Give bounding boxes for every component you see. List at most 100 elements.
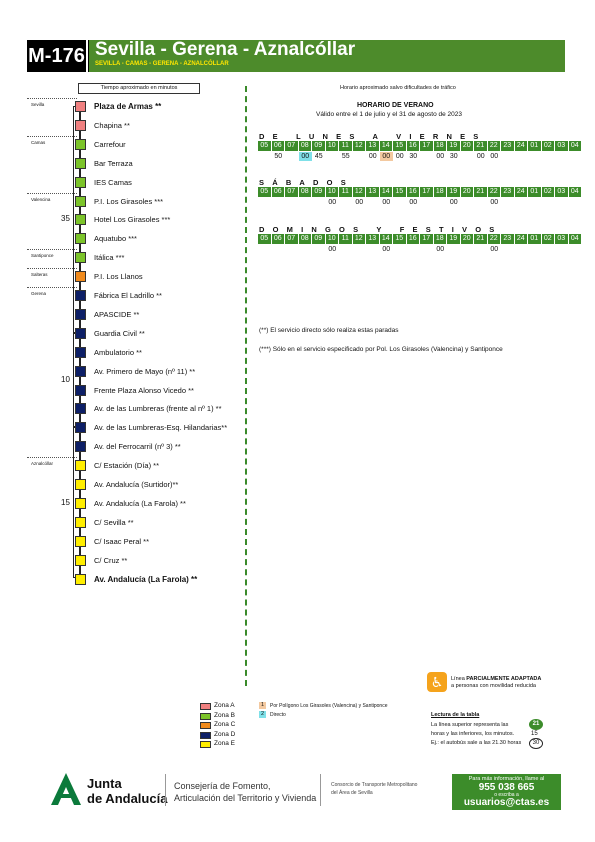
stop-name: C/ Isaac Peral ** (94, 536, 150, 546)
minute-cell: 00 (382, 246, 391, 253)
stop-marker (75, 119, 86, 131)
stop-marker (75, 101, 86, 112)
stop-marker (75, 176, 86, 188)
reading-example-hour: 21 (529, 719, 543, 730)
hour-cell: 09 (312, 141, 326, 151)
municipality-label: Sevilla (31, 102, 45, 107)
stop-marker (75, 195, 86, 207)
reading-example-min1: 15 (531, 731, 538, 737)
travel-time-minutes: 10 (61, 375, 70, 385)
hour-cell: 12 (352, 141, 366, 151)
stop-name: Hotel Los Girasoles *** (94, 215, 171, 225)
junta-name-2: de Andalucía (87, 791, 168, 806)
zone-label: Zona A (214, 702, 235, 709)
hour-cell: 23 (501, 141, 515, 151)
junta-logo-icon (51, 773, 81, 805)
hour-cell: 11 (339, 234, 353, 244)
zone-swatch (200, 741, 211, 748)
hour-cell: 06 (271, 187, 285, 197)
hour-cell: 07 (285, 141, 299, 151)
stop-marker (75, 233, 86, 245)
travel-time-minutes: 35 (61, 214, 70, 224)
zone-swatch (200, 712, 211, 720)
hour-cell: 19 (447, 141, 461, 151)
reading-example-min2: 30 (529, 738, 543, 749)
hour-cell: 06 (271, 234, 285, 244)
info-text: Para más información, llame al (468, 776, 545, 782)
hour-cell: 02 (541, 187, 555, 197)
hour-cell: 07 (285, 234, 299, 244)
stop-name: C/ Cruz ** (94, 555, 128, 565)
hour-cell: 23 (501, 234, 515, 244)
consorcio-2: del Área de Sevilla (331, 790, 373, 796)
stop-marker (75, 346, 86, 358)
note-specific: (***) Sólo en el servicio especificado p… (259, 346, 503, 353)
stop-name: Bar Terraza (94, 158, 133, 168)
hour-cell: 22 (487, 141, 501, 151)
hour-cell: 03 (555, 187, 569, 197)
stop-name: APASCIDE ** (94, 309, 140, 319)
hour-cell: 08 (298, 141, 312, 151)
stop-marker (75, 573, 86, 585)
hour-cell: 16 (406, 187, 420, 197)
hour-cell: 08 (298, 187, 312, 197)
stop-name: Carrefour (94, 139, 126, 149)
stop-name: Av. de las Lumbreras (frente al nº 1) ** (94, 404, 222, 414)
hour-cell: 04 (568, 141, 582, 151)
hour-cell: 24 (514, 234, 528, 244)
stop-name: Plaza de Armas ** (94, 102, 162, 111)
hour-cell: 09 (312, 187, 326, 197)
minute-cell: 00 (436, 246, 445, 253)
info-box (452, 774, 561, 810)
hour-cell: 06 (271, 141, 285, 151)
stop-marker (75, 157, 86, 169)
hour-cell: 18 (433, 187, 447, 197)
hour-cell: 21 (474, 187, 488, 197)
stop-name: P.I. Los Girasoles *** (94, 196, 164, 206)
hour-cell: 01 (528, 234, 542, 244)
schedule-note: Horario aproximado salvo dificultades de… (340, 85, 456, 91)
municipality-label: Salteras (31, 272, 48, 278)
hour-cell: 22 (487, 234, 501, 244)
hour-cell: 01 (528, 187, 542, 197)
route-line (79, 106, 81, 579)
footer-separator (165, 774, 166, 806)
stop-name: C/ Sevilla ** (94, 517, 134, 527)
hour-cell: 10 (325, 234, 339, 244)
hour-cell: 19 (447, 234, 461, 244)
stop-marker (75, 308, 86, 320)
hour-cell: 04 (568, 187, 582, 197)
municipality-label: Valencina (31, 196, 51, 202)
hour-cell: 17 (420, 187, 434, 197)
divider-dashed (245, 86, 247, 686)
legend-text-2: Directo (270, 712, 286, 718)
minute-cell: 00 (298, 152, 312, 161)
reading-title: Lectura de la tabla (431, 712, 480, 718)
hour-cell: 21 (474, 141, 488, 151)
hour-cell: 12 (352, 234, 366, 244)
hour-cell: 19 (447, 187, 461, 197)
consorcio-1: Consorcio de Transporte Metropolitano (331, 782, 418, 788)
stop-name: Av. del Ferrocarril (nº 3) ** (94, 442, 181, 452)
hour-cell: 16 (406, 141, 420, 151)
municipality-divider (27, 135, 77, 137)
info-or: o escriba a (494, 792, 519, 798)
stop-name: Ambulatorio ** (94, 347, 142, 357)
stop-marker (75, 460, 86, 472)
hour-cell: 20 (460, 234, 474, 244)
stop-marker (75, 214, 86, 226)
hour-cell: 05 (258, 187, 272, 197)
stop-marker (75, 290, 86, 301)
line-code: M-176 (27, 40, 88, 72)
hour-cell: 07 (285, 187, 299, 197)
minute-cell: 45 (314, 153, 323, 160)
hour-cell: 24 (514, 187, 528, 197)
municipality-label: Aznalcóllar (31, 461, 54, 467)
zone-swatch (200, 703, 211, 710)
minute-cell: 00 (490, 153, 499, 160)
reading-line1: La línea superior representa las (431, 722, 509, 728)
minute-cell: 00 (382, 199, 391, 206)
municipality-divider (27, 457, 77, 459)
stop-name: Chapina ** (94, 120, 130, 130)
